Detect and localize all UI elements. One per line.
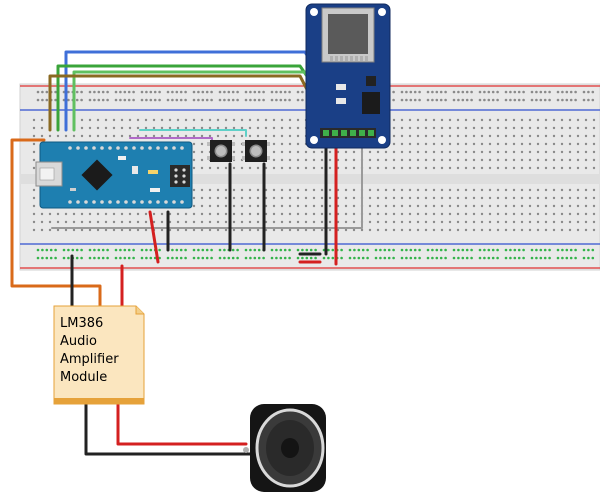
- wire-orange-amp: [10, 138, 102, 308]
- lm386-amplifier-module: LM386 Audio Amplifier Module: [53, 305, 145, 405]
- microcontroller-chip-icon: [81, 159, 113, 191]
- wire-black-speaker: [84, 402, 254, 456]
- amplifier-label-line-4: Module: [60, 370, 107, 385]
- breadboard-center-channel: [20, 174, 600, 184]
- amplifier-label-line-3: Amplifier: [60, 352, 119, 367]
- sd-card-ridges: [330, 56, 368, 61]
- wire-red-speaker: [116, 402, 248, 446]
- amplifier-label-line-2: Audio: [60, 334, 97, 349]
- wire-gray-sd: [51, 135, 363, 229]
- loudspeaker-icon: [243, 404, 326, 492]
- push-button-2: [242, 140, 270, 162]
- nano-pin-headers: [68, 146, 184, 204]
- speaker-terminal-icon: [243, 447, 249, 453]
- mount-hole-icon: [378, 136, 386, 144]
- mount-hole-icon: [310, 136, 318, 144]
- arduino-nano-icon: [35, 141, 193, 209]
- push-button-1: [207, 140, 235, 162]
- amplifier-label-line-1: LM386: [60, 316, 103, 331]
- wire-red-nano-rail: [148, 210, 160, 264]
- micro-sd-card-module-icon: [305, 3, 391, 149]
- regulator-chip-icon: [362, 92, 380, 114]
- mount-hole-icon: [310, 8, 318, 16]
- sd-pin-header: [320, 128, 376, 138]
- wire-cyan-button: [139, 129, 247, 137]
- mount-hole-icon: [378, 8, 386, 16]
- icsp-header-icon: [170, 165, 190, 187]
